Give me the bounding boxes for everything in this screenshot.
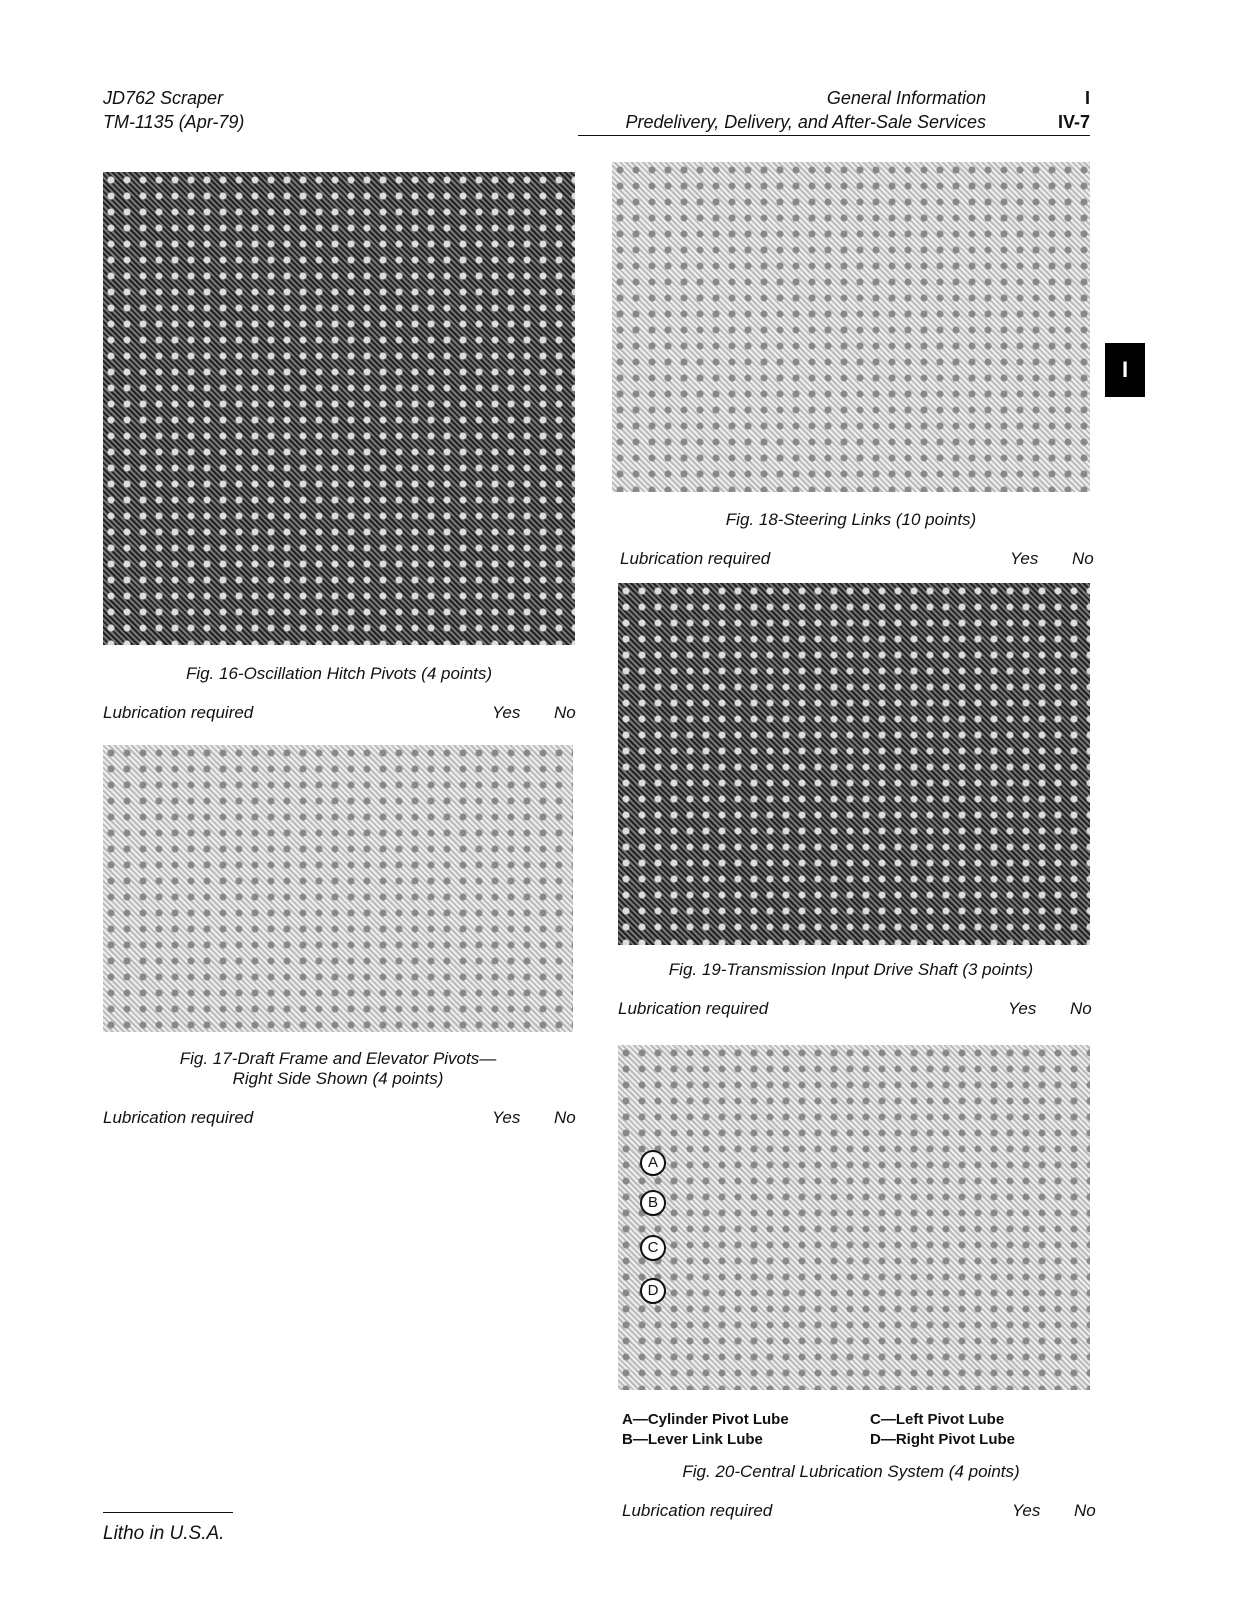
fig17-no[interactable]: No xyxy=(554,1108,576,1127)
header-rule xyxy=(578,135,1090,136)
fig18-no[interactable]: No xyxy=(1072,549,1094,568)
fig20-yes[interactable]: Yes xyxy=(1012,1501,1041,1520)
footer-text: Litho in U.S.A. xyxy=(103,1523,225,1544)
fig18-yes[interactable]: Yes xyxy=(1010,549,1039,568)
fig16-no[interactable]: No xyxy=(554,703,576,722)
legend-d: D—Right Pivot Lube xyxy=(870,1431,1015,1448)
fig19-caption: Fig. 19-Transmission Input Drive Shaft (… xyxy=(668,960,1034,979)
header-page-no: IV-7 xyxy=(1057,112,1090,132)
callout-c: C xyxy=(640,1235,666,1261)
callout-b: B xyxy=(640,1190,666,1216)
legend-c: C—Left Pivot Lube xyxy=(870,1411,1005,1428)
fig17-caption-1: Fig. 17-Draft Frame and Elevator Pivots— xyxy=(179,1049,497,1068)
fig16-yes[interactable]: Yes xyxy=(492,703,521,722)
fig19-lube-label: Lubrication required xyxy=(618,999,769,1018)
legend-b: B—Lever Link Lube xyxy=(622,1431,763,1448)
fig19-photo xyxy=(618,583,1090,945)
fig16-lube-label: Lubrication required xyxy=(103,703,254,722)
fig19-no[interactable]: No xyxy=(1070,999,1092,1018)
header-section-no: I xyxy=(1084,88,1090,108)
header-manual: TM-1135 (Apr-79) xyxy=(103,112,245,132)
fig16-caption: Fig. 16-Oscillation Hitch Pivots (4 poin… xyxy=(185,664,493,683)
fig17-caption-2: Right Side Shown (4 points) xyxy=(232,1069,444,1088)
fig19-yes[interactable]: Yes xyxy=(1008,999,1037,1018)
fig17-yes[interactable]: Yes xyxy=(492,1108,521,1127)
fig20-lube-label: Lubrication required xyxy=(622,1501,773,1520)
fig20-no[interactable]: No xyxy=(1074,1501,1096,1520)
fig17-photo xyxy=(103,745,573,1032)
fig20-caption: Fig. 20-Central Lubrication System (4 po… xyxy=(682,1462,1020,1481)
footer-rule xyxy=(103,1512,233,1513)
header-model: JD762 Scraper xyxy=(103,88,224,108)
fig16-photo xyxy=(103,172,575,645)
header-section: General Information xyxy=(826,88,986,108)
legend-a: A—Cylinder Pivot Lube xyxy=(622,1411,789,1428)
header-subsection: Predelivery, Delivery, and After-Sale Se… xyxy=(625,112,986,132)
section-tab: I xyxy=(1105,343,1145,397)
fig18-caption: Fig. 18-Steering Links (10 points) xyxy=(725,510,977,529)
callout-d: D xyxy=(640,1278,666,1304)
callout-a: A xyxy=(640,1150,666,1176)
fig18-lube-label: Lubrication required xyxy=(620,549,771,568)
fig20-photo xyxy=(618,1045,1090,1390)
fig18-photo xyxy=(612,162,1090,492)
fig17-lube-label: Lubrication required xyxy=(103,1108,254,1127)
